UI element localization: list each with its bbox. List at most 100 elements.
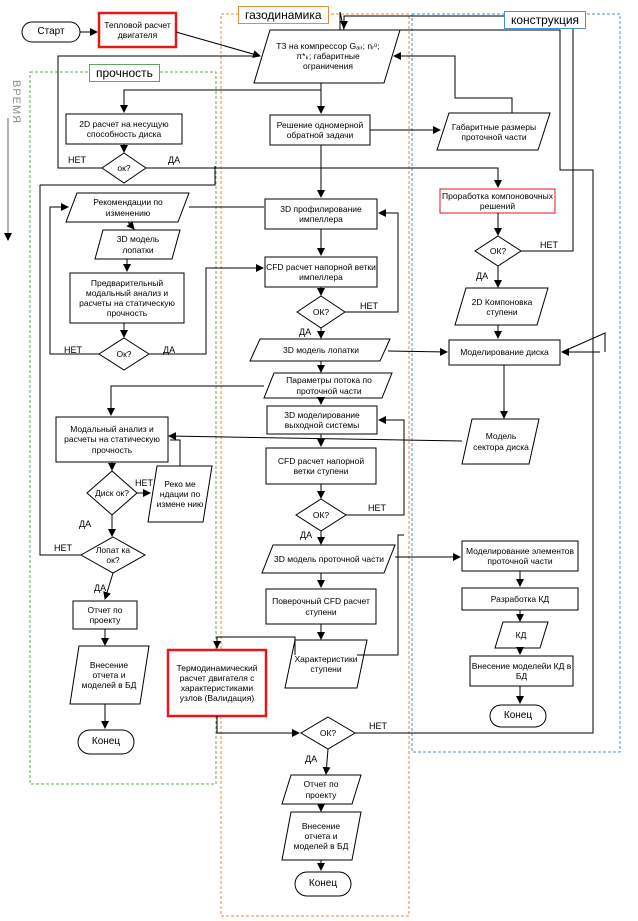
layout-2d-label: 2D Компоновка ступени bbox=[471, 296, 533, 317]
outlet-3d-box bbox=[266, 405, 378, 435]
outlet-3d-label: 3D моделирование выходной системы bbox=[284, 409, 360, 430]
recommendations-1-label: Рекомендации по изменению bbox=[93, 197, 163, 218]
edge-label-yes-design: ДА bbox=[476, 271, 489, 281]
edge-label-yes-blade: ДА bbox=[94, 583, 107, 593]
blade-ok-label: Лопат ка ок? bbox=[95, 544, 131, 565]
disk-ok-label: Диск ок? bbox=[94, 487, 129, 498]
kd-label: КД bbox=[515, 629, 527, 640]
edge-label-no-ok1: НЕТ bbox=[68, 155, 86, 165]
report-gas-shape bbox=[281, 774, 362, 805]
recommendations-2-shape bbox=[147, 465, 213, 523]
flowpath-3d-shape bbox=[261, 544, 396, 574]
start-label: Старт bbox=[37, 26, 65, 37]
ok-gas-3-label: ОК? bbox=[319, 727, 337, 738]
db-gas-label: Внесение отчета и моделей в БД bbox=[293, 820, 349, 852]
thermal-calc-box bbox=[97, 11, 178, 49]
edge-label-no-disk: НЕТ bbox=[135, 478, 153, 488]
edge-dims-tz bbox=[393, 52, 513, 113]
end-design-terminal bbox=[489, 704, 547, 728]
db-gas-shape bbox=[281, 811, 362, 861]
flow-params-label: Параметры потока по проточной части bbox=[286, 375, 372, 396]
ok-strength-1-shape bbox=[101, 152, 147, 184]
flowpath-3d-label: 3D модель проточной части bbox=[274, 553, 384, 564]
end-gas-label: Конец bbox=[308, 878, 338, 889]
db-strength-shape bbox=[69, 645, 150, 705]
edge-ok1-no bbox=[57, 55, 258, 169]
ok-strength-1-label: ок? bbox=[117, 162, 131, 173]
ok-design-label: ОК? bbox=[489, 245, 507, 256]
flow-elements-box bbox=[461, 540, 579, 572]
layout-2d-shape bbox=[454, 287, 549, 326]
end-strength-terminal bbox=[77, 729, 135, 755]
cfd-stage-label: CFD расчет напорной ветки ступени bbox=[277, 455, 365, 476]
ok-strength-2-shape bbox=[98, 337, 150, 371]
overall-dims-label: Габаритные размеры проточной части bbox=[451, 121, 537, 142]
thermal-calc-label: Тепловой расчет двигателя bbox=[104, 19, 171, 40]
edge-bladeok-yes bbox=[103, 572, 114, 600]
flow-params-shape bbox=[263, 372, 393, 399]
end-strength-label: Конец bbox=[91, 736, 121, 747]
edge-ok2-yes bbox=[149, 264, 264, 355]
disk-modeling-box bbox=[448, 339, 561, 366]
cfd-impeller-box bbox=[264, 256, 378, 288]
edge-label-no-gas1: НЕТ bbox=[360, 301, 378, 311]
edge-thermo-ok3 bbox=[216, 716, 300, 737]
modal-static-box bbox=[55, 416, 169, 463]
model-3d-blade-1-shape bbox=[94, 229, 181, 260]
overall-dims-shape bbox=[436, 112, 551, 151]
ok-gas-1-label: ОК? bbox=[312, 306, 330, 317]
recommendations-1-shape bbox=[65, 192, 190, 223]
stage-chars-shape bbox=[284, 639, 368, 689]
model-3d-blade-2-label: 3D модель лопатки bbox=[282, 344, 360, 355]
report-strength-box bbox=[72, 600, 138, 630]
thermo-calc-box bbox=[166, 648, 268, 718]
edge-flow-modal bbox=[107, 385, 264, 416]
edge-okgas3-yes bbox=[322, 748, 331, 775]
edge-tz-2dcalc bbox=[120, 89, 321, 113]
end-gas-terminal bbox=[294, 871, 352, 897]
prelim-modal-box bbox=[69, 272, 185, 324]
flow-elements-label: Моделирование элементов проточной части bbox=[465, 545, 575, 566]
disk-sector-shape bbox=[461, 418, 540, 465]
edge-top-left bbox=[40, 166, 216, 186]
edge-okgas2-no bbox=[346, 416, 405, 516]
edge-label-yes-gas1: ДА bbox=[299, 327, 312, 337]
edge-label-no-ok2: НЕТ bbox=[64, 345, 82, 355]
kd-dev-label: Разработка КД bbox=[490, 593, 550, 604]
kd-models-db-box bbox=[469, 655, 574, 687]
edge-label-yes-gas3: ДА bbox=[305, 754, 318, 764]
lane-gasdynamics-label: газодинамика bbox=[238, 6, 329, 24]
edge-label-yes-gas2: ДА bbox=[300, 530, 313, 540]
lane-design-label: конструкция bbox=[504, 11, 587, 29]
report-strength-label: Отчет по проекту bbox=[87, 604, 123, 625]
thermo-calc-label: Термодинамический расчет двигателя с хар… bbox=[176, 662, 258, 704]
edge-label-no-gas2: НЕТ bbox=[368, 503, 386, 513]
edge-okgas1-no bbox=[345, 209, 399, 313]
ok-gas-2-label: ОК? bbox=[312, 509, 330, 520]
time-label: ВРЕМЯ bbox=[10, 80, 22, 125]
edge-label-yes-disk: ДА bbox=[79, 519, 92, 529]
edge-rec2-modal bbox=[170, 439, 181, 466]
edge-okgas3-no bbox=[339, 11, 594, 734]
solve-1d-box bbox=[269, 114, 371, 146]
disk-sector-label: Модель сектора диска bbox=[473, 431, 529, 452]
ok-strength-2-label: Ок? bbox=[116, 348, 132, 359]
modal-static-label: Модальный анализ и расчеты на статическу… bbox=[64, 424, 160, 455]
recommendations-2-label: Реко ме ндации по измене нию bbox=[156, 478, 204, 510]
profiling-3d-label: 3D профилирование импеллера bbox=[280, 203, 362, 224]
edge-disk-right bbox=[561, 332, 606, 353]
tz-compressor-label: ТЗ на компрессор Gₐᵢᵣ; nᵣᵒ; π*ₖ; габарит… bbox=[276, 40, 380, 72]
stage-chars-label: Характеристики ступени bbox=[294, 653, 358, 674]
solve-1d-label: Решение одномерной обратной задачи bbox=[276, 119, 364, 140]
lane-strength-label: прочность bbox=[89, 64, 160, 82]
db-strength-label: Внесение отчета и моделей в БД bbox=[81, 659, 137, 691]
edge-label-no-blade: НЕТ bbox=[54, 543, 72, 553]
model-3d-blade-1-label: 3D модель лопатки bbox=[116, 234, 160, 255]
edge-thermal-tz bbox=[175, 31, 261, 58]
disk-modeling-label: Моделирование диска bbox=[460, 347, 549, 358]
model-3d-blade-2-shape bbox=[249, 338, 391, 362]
edge-ok2-no bbox=[49, 203, 99, 355]
edge-blade2-disk bbox=[387, 347, 448, 356]
